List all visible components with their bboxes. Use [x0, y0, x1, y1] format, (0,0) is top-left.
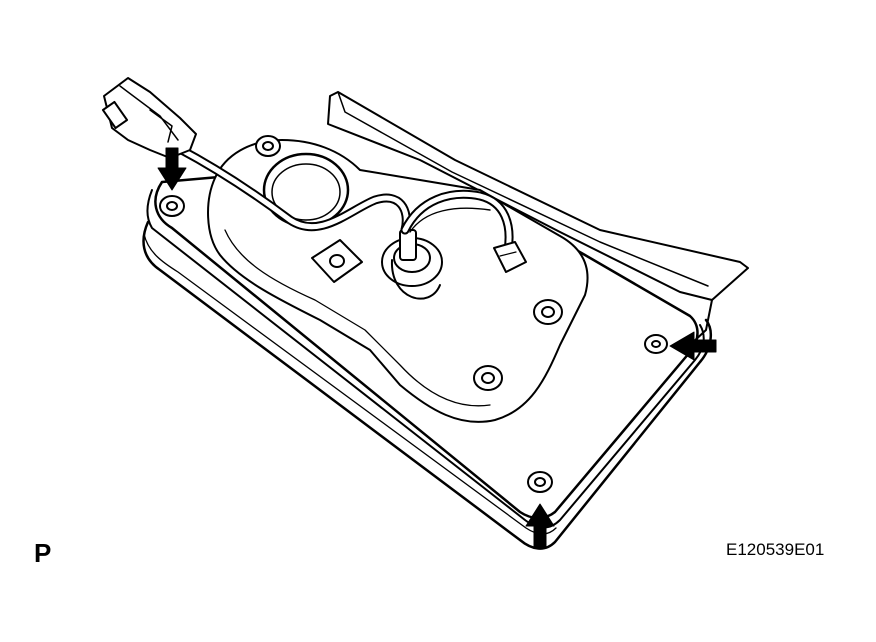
screw-bosses [159, 135, 668, 493]
small-connector [493, 241, 527, 273]
mounting-tab [311, 239, 363, 283]
wire-harness [173, 143, 514, 255]
harness-connector [101, 77, 197, 159]
boss-upper [255, 135, 281, 157]
boss-edge-right [644, 334, 668, 354]
boss-bottom-center [473, 365, 503, 391]
callout-arrows [157, 147, 717, 549]
arrow-up-icon [525, 503, 555, 549]
panel-letter: P [34, 538, 52, 568]
arrow-left-icon [669, 331, 717, 361]
boss-right [533, 299, 563, 325]
boss-edge-bottom [527, 471, 553, 493]
boss-top-left [159, 195, 185, 217]
figure-code: E120539E01 [726, 540, 825, 559]
arrow-down-icon [157, 147, 187, 191]
